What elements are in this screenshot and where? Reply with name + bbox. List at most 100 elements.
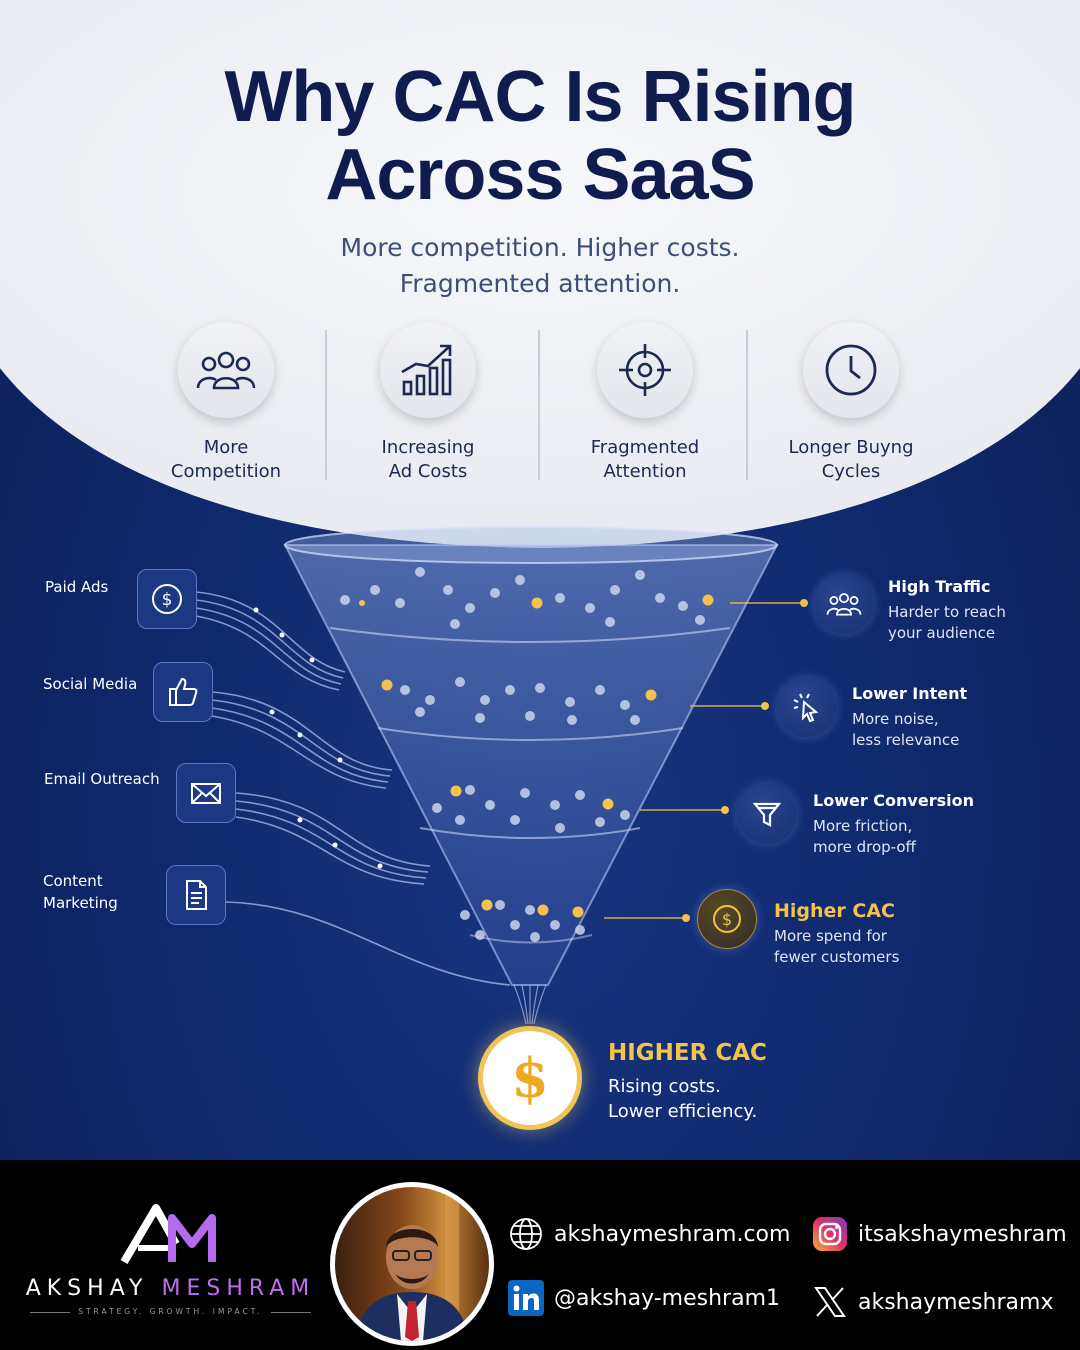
effect-title: High Traffic	[888, 577, 991, 596]
funnel-drips	[513, 984, 547, 1025]
subtitle-line-1: More competition. Higher costs.	[340, 233, 740, 262]
website-text: akshaymeshram.com	[554, 1221, 791, 1247]
source-flow-lines	[195, 591, 511, 986]
result-description-line: Rising costs.	[608, 1076, 721, 1097]
filter-funnel-icon	[737, 784, 797, 844]
people-icon	[178, 322, 274, 418]
result-symbol: $	[511, 1046, 549, 1110]
effect-connector-dots	[682, 599, 808, 922]
clock-icon	[803, 322, 899, 418]
bar-chart-rising-icon	[380, 322, 476, 418]
effect-higher-cac: Higher CAC More spend for fewer customer…	[774, 900, 899, 968]
effect-description-line: More spend for	[774, 927, 887, 945]
funnel-particles	[340, 567, 705, 942]
brand-tagline: STRATEGY. GROWTH. IMPACT.	[18, 1307, 323, 1316]
effect-description: More friction, more drop-off	[813, 816, 974, 858]
source-label-email-outreach: Email Outreach	[44, 768, 160, 790]
source-flow-dots	[253, 607, 383, 869]
thumbs-up-icon	[153, 662, 213, 722]
factor-increasing-ad-costs: Increasing Ad Costs	[328, 322, 528, 484]
brand-name-last: MESHRAM	[161, 1276, 316, 1301]
avatar	[330, 1182, 494, 1346]
dollar-coin-icon: $	[478, 1026, 582, 1130]
divider	[746, 330, 748, 480]
x-logo-icon	[812, 1284, 848, 1320]
title-line-1: Why CAC Is Rising	[224, 57, 856, 137]
effect-description-line: your audience	[888, 624, 996, 642]
factor-label-line: Cycles	[821, 461, 881, 482]
effect-high-traffic: High Traffic Harder to reach your audien…	[888, 576, 1006, 644]
factor-longer-buying-cycles: Longer Buyng Cycles	[751, 322, 951, 484]
background-graphics	[0, 0, 1080, 1025]
people-icon	[814, 574, 874, 634]
factor-label-line: Attention	[603, 461, 687, 482]
factor-label: Increasing Ad Costs	[328, 436, 528, 484]
effect-description-line: less relevance	[852, 731, 960, 749]
linkedin-icon	[508, 1280, 544, 1316]
result-description-line: Lower efficiency.	[608, 1101, 758, 1122]
source-label-line: Email Outreach	[44, 770, 160, 788]
header-arch	[0, 0, 1080, 548]
infographic: Why CAC Is Rising Across SaaS More compe…	[0, 0, 1080, 1160]
title-line-2: Across SaaS	[325, 135, 755, 215]
divider	[325, 330, 327, 480]
brand-name: AKSHAY MESHRAM	[18, 1276, 323, 1301]
x-handle: akshaymeshramx	[858, 1289, 1054, 1315]
source-label-content-marketing: Content Marketing	[43, 870, 118, 914]
subtitle: More competition. Higher costs. Fragment…	[0, 230, 1080, 302]
x-link[interactable]: akshaymeshramx	[812, 1284, 1053, 1320]
funnel-highlight-particles	[359, 594, 714, 918]
instagram-handle: itsakshaymeshram	[858, 1221, 1067, 1247]
effect-description-line: fewer customers	[774, 948, 900, 966]
linkedin-link[interactable]: @akshay-meshram1	[508, 1280, 780, 1316]
effect-description-line: more drop-off	[813, 838, 916, 856]
factor-label-line: Fragmented	[590, 437, 700, 458]
envelope-icon	[176, 763, 236, 823]
factor-label-line: More	[203, 437, 249, 458]
dollar-icon: $	[137, 569, 197, 629]
footer: AM AKSHAY MESHRAM STRATEGY. GROWTH. IMPA…	[0, 1160, 1080, 1350]
crosshair-target-icon	[597, 322, 693, 418]
svg-text:$: $	[162, 590, 173, 610]
instagram-link[interactable]: itsakshaymeshram	[812, 1216, 1067, 1252]
factor-label-line: Longer Buyng	[788, 437, 914, 458]
result-higher-cac: HIGHER CAC Rising costs. Lower efficienc…	[608, 1038, 767, 1124]
source-label-line: Paid Ads	[45, 578, 109, 596]
dollar-coin-icon: $	[697, 889, 757, 949]
source-label-line: Content	[43, 872, 103, 890]
source-label-line: Marketing	[43, 894, 118, 912]
cursor-click-icon	[777, 677, 837, 737]
brand-name-first: AKSHAY	[25, 1276, 149, 1301]
factor-label: Fragmented Attention	[545, 436, 745, 484]
divider	[538, 330, 540, 480]
effect-description-line: Harder to reach	[888, 603, 1006, 621]
source-label-paid-ads: Paid Ads	[45, 576, 108, 598]
effect-description-line: More noise,	[852, 710, 939, 728]
page-title: Why CAC Is Rising Across SaaS	[0, 58, 1080, 214]
factor-label: More Competition	[126, 436, 326, 484]
effect-description: More noise, less relevance	[852, 709, 967, 751]
document-icon	[166, 865, 226, 925]
effect-title: Higher CAC	[774, 900, 896, 922]
factor-label-line: Increasing	[381, 437, 475, 458]
effect-lower-conversion: Lower Conversion More friction, more dro…	[813, 790, 974, 858]
linkedin-handle: @akshay-meshram1	[554, 1285, 781, 1311]
factor-fragmented-attention: Fragmented Attention	[545, 322, 745, 484]
factor-label: Longer Buyng Cycles	[751, 436, 951, 484]
website-link[interactable]: akshaymeshram.com	[508, 1216, 790, 1252]
effect-title: Lower Intent	[852, 684, 968, 703]
effect-description: Harder to reach your audience	[888, 602, 1006, 644]
factor-label-line: Ad Costs	[388, 461, 468, 482]
factor-label-line: Competition	[170, 461, 282, 482]
subtitle-line-2: Fragmented attention.	[399, 269, 681, 298]
result-description: Rising costs. Lower efficiency.	[608, 1074, 767, 1124]
am-logo-mark: AM	[120, 1204, 216, 1265]
result-title: HIGHER CAC	[608, 1040, 767, 1066]
svg-text:$: $	[722, 910, 732, 929]
effect-description-line: More friction,	[813, 817, 913, 835]
effect-lower-intent: Lower Intent More noise, less relevance	[852, 683, 967, 751]
effect-title: Lower Conversion	[813, 791, 974, 810]
effect-connectors	[604, 602, 804, 919]
source-label-line: Social Media	[43, 675, 138, 693]
globe-icon	[508, 1216, 544, 1252]
